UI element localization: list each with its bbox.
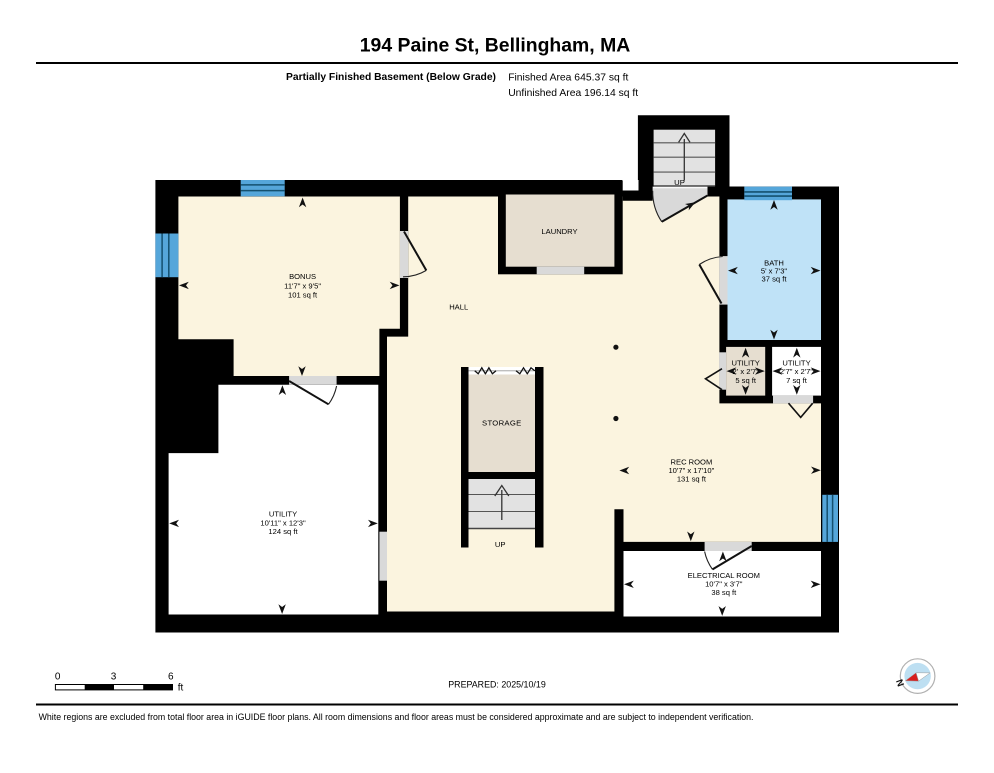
svg-text:131 sq ft: 131 sq ft (677, 475, 707, 484)
svg-text:6: 6 (168, 672, 174, 683)
svg-text:10'7" x 3'7": 10'7" x 3'7" (705, 579, 743, 588)
svg-text:UP: UP (495, 540, 506, 549)
svg-text:BATH: BATH (764, 258, 784, 267)
svg-text:LAUNDRY: LAUNDRY (541, 227, 577, 236)
svg-text:ft: ft (178, 683, 184, 694)
svg-text:STORAGE: STORAGE (482, 419, 522, 428)
svg-text:REC ROOM: REC ROOM (671, 458, 713, 467)
svg-text:5 sq ft: 5 sq ft (735, 376, 757, 385)
svg-text:5' x 7'3": 5' x 7'3" (761, 266, 788, 275)
svg-text:194 Paine St, Bellingham, MA: 194 Paine St, Bellingham, MA (360, 35, 630, 57)
svg-text:N: N (893, 678, 906, 688)
svg-text:124 sq ft: 124 sq ft (268, 527, 298, 536)
svg-text:2'7" x 2'7": 2'7" x 2'7" (780, 367, 814, 376)
svg-text:ELECTRICAL ROOM: ELECTRICAL ROOM (688, 571, 760, 580)
svg-text:10'7" x 17'10": 10'7" x 17'10" (668, 466, 714, 475)
svg-text:UP: UP (674, 178, 685, 187)
svg-text:3: 3 (111, 672, 117, 683)
svg-text:UTILITY: UTILITY (732, 359, 760, 368)
svg-text:Partially Finished Basement (B: Partially Finished Basement (Below Grade… (286, 72, 496, 83)
svg-text:UTILITY: UTILITY (782, 359, 810, 368)
svg-text:0: 0 (55, 672, 61, 683)
svg-text:2' x 2'7": 2' x 2'7" (733, 367, 760, 376)
svg-text:38 sq ft: 38 sq ft (711, 588, 737, 597)
svg-text:11'7" x 9'5": 11'7" x 9'5" (284, 281, 321, 290)
svg-text:10'11" x 12'3": 10'11" x 12'3" (260, 518, 306, 527)
svg-text:UTILITY: UTILITY (269, 510, 297, 519)
svg-text:101 sq ft: 101 sq ft (288, 291, 318, 300)
svg-text:37 sq ft: 37 sq ft (762, 274, 788, 283)
svg-text:PREPARED: 2025/10/19: PREPARED: 2025/10/19 (448, 679, 546, 689)
svg-text:HALL: HALL (449, 303, 468, 312)
svg-text:White regions are excluded fro: White regions are excluded from total fl… (39, 712, 754, 722)
svg-text:7 sq ft: 7 sq ft (786, 376, 808, 385)
svg-text:Finished Area 645.37 sq ft: Finished Area 645.37 sq ft (508, 72, 628, 83)
svg-text:Unfinished Area 196.14 sq ft: Unfinished Area 196.14 sq ft (508, 88, 638, 99)
svg-text:BONUS: BONUS (289, 272, 316, 281)
